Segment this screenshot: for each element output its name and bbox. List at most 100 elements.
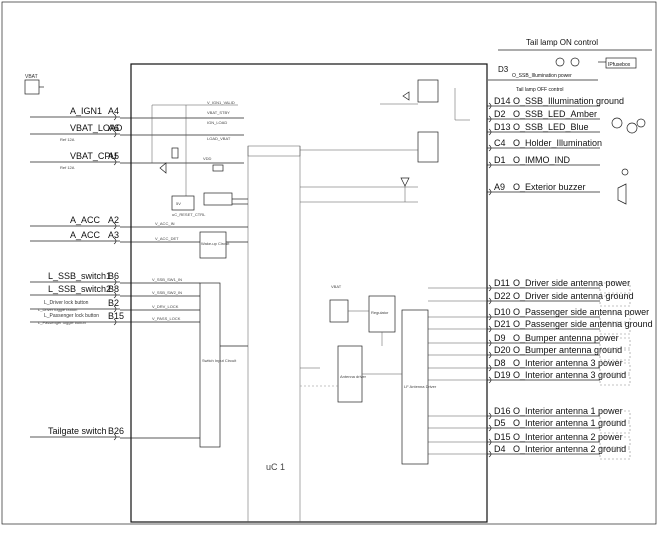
right-pin-number: D22	[494, 291, 511, 301]
right-pin-number: D8	[494, 358, 506, 368]
module-label: uC 1	[266, 462, 285, 472]
right-pin-label: O_Passenger side antenna power	[513, 307, 649, 317]
d3-pin-number: D3	[498, 65, 509, 74]
illum-transistor	[402, 91, 410, 101]
ign-load-label: IGN_LOAD	[207, 120, 227, 125]
wakeup-circuit-box	[199, 231, 227, 259]
left-pin-label: L_SSB_switch2	[48, 284, 111, 294]
right-pin-number: D1	[494, 155, 506, 165]
immo-indicator-icon	[621, 168, 629, 176]
left-pin-label: L_Driver lock button	[44, 300, 89, 306]
ssb-button-icon	[636, 118, 646, 128]
right-pin-a9: A9 O_Exterior buzzer	[487, 182, 600, 196]
connector-mark	[488, 313, 492, 321]
right-pin-number: D10	[494, 307, 511, 317]
connector-mark	[488, 115, 492, 123]
right-pin-label: O_Interior antenna 3 power	[513, 358, 623, 368]
switch-input-box	[199, 282, 221, 448]
ecu-module	[130, 63, 488, 523]
pass-lock-label: V_PASS_LOCK	[152, 316, 181, 321]
left-pin-label: L_SSB_switch1	[48, 271, 111, 281]
ssb1-label: V_SSB_SW1_IN	[152, 277, 182, 282]
right-pin-label: O_Interior antenna 1 power	[513, 406, 623, 416]
illum-lamp-icon-2	[570, 57, 580, 67]
illum-ground-path	[454, 88, 470, 121]
drv-lock-label: V_DRV_LOCK	[152, 304, 179, 309]
left-pin-number: A4	[108, 106, 119, 116]
switch-circuit: V_SSB_SW1_IN V_SSB_SW2_IN V_DRV_LOCK V_P…	[120, 277, 248, 448]
reg-5v-label: 5V	[176, 201, 181, 206]
connector-mark	[113, 278, 117, 286]
right-pin-number: D2	[494, 109, 506, 119]
left-pin-sub: L_Driver toggle button	[38, 307, 77, 312]
resistor-r2	[212, 164, 224, 172]
right-pin-label: O_Driver side antenna power	[513, 278, 630, 288]
left-pin-number: B15	[108, 311, 124, 321]
connector-mark	[488, 424, 492, 432]
diode-d1	[159, 162, 167, 174]
right-pin-label: O_IMMO_IND	[513, 155, 571, 165]
left-pin-number: B6	[108, 271, 119, 281]
right-pin-number: D19	[494, 370, 511, 380]
connector-mark	[113, 305, 117, 313]
connector-mark	[488, 325, 492, 333]
lf-driver-box	[401, 309, 429, 465]
connector-mark	[488, 284, 492, 292]
regulator-box	[368, 295, 396, 333]
regulator-label: Regulator	[371, 310, 389, 315]
right-pin-label: O_Interior antenna 2 power	[513, 432, 623, 442]
tail-lamp-on-label: Tail lamp ON control	[526, 38, 598, 47]
connector-mark	[488, 376, 492, 384]
left-pin-label: A_ACC	[70, 230, 101, 240]
right-pin-number: A9	[494, 182, 505, 192]
illum-driver-box	[417, 79, 439, 103]
regulator-small	[171, 195, 195, 211]
right-pin-label: O_SSB_LED_Amber	[513, 109, 597, 119]
right-pin-number: D15	[494, 432, 511, 442]
connector-mark	[113, 237, 117, 245]
connector-mark	[113, 291, 117, 299]
connector-mark	[488, 412, 492, 420]
external-components: Tail lamp ON control D3 O_SSB_Illuminati…	[488, 38, 652, 205]
left-pin-b2: L_Driver lock button B2L_Driver toggle bu…	[30, 298, 120, 313]
connector-mark	[488, 297, 492, 305]
bus-top-box	[247, 145, 301, 157]
right-pin-number: D14	[494, 96, 511, 106]
wakeup-circuit-label: Wake-up Circuit	[201, 241, 230, 246]
left-pin-number: B8	[108, 284, 119, 294]
right-pin-label: O_Interior antenna 3 ground	[513, 370, 626, 380]
switch-input-label: Switch Input Circuit	[202, 358, 237, 363]
right-pin-number: D9	[494, 333, 506, 343]
buzzer-icon	[617, 183, 627, 205]
right-pin-d2: D2 O_SSB_LED_Amber	[487, 109, 600, 123]
connector-mark	[488, 364, 492, 372]
vbat-source	[24, 79, 40, 95]
left-pin-label: A_IGN1	[70, 106, 102, 116]
left-pin-number: B2	[108, 298, 119, 308]
right-pin-number: C4	[494, 138, 506, 148]
connector-mark	[113, 222, 117, 230]
right-pin-number: D16	[494, 406, 511, 416]
vign-valid-label: V_IGN1_VALID	[207, 100, 235, 105]
right-pin-label: O_Exterior buzzer	[513, 182, 586, 192]
right-pin-number: D20	[494, 345, 511, 355]
vbat-switch-label: VBAT	[331, 284, 342, 289]
left-pin-number: B26	[108, 426, 124, 436]
d3-signal-label: O_SSB_Illumination power	[512, 73, 572, 79]
